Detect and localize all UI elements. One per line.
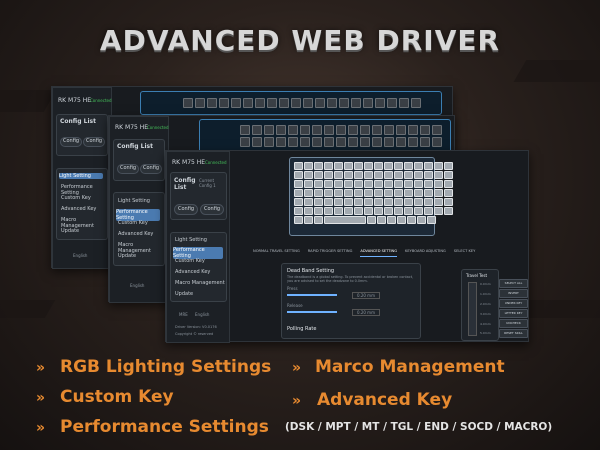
keyboard-preview xyxy=(140,91,442,115)
menu-light-setting[interactable]: Light Setting xyxy=(59,173,103,179)
release-label: Release xyxy=(287,303,303,308)
advanced-key-modes: (DSK / MPT / MT / TGL / END / SOCD / MAC… xyxy=(285,421,553,433)
menu-macro-management[interactable]: Macro Management xyxy=(175,280,225,286)
tick-label: 5.0mm xyxy=(480,331,491,335)
tab-bar: NORMAL TRAVEL SETTING RAPID TRIGGER SETT… xyxy=(253,249,475,257)
config-button[interactable]: Config xyxy=(200,204,224,215)
status-badge: Connected xyxy=(205,160,227,165)
device-name: RK M75 HE xyxy=(58,97,92,104)
copyright: Copyright © reserved xyxy=(175,332,214,336)
menu-advanced-key[interactable]: Advanced Key xyxy=(118,231,154,237)
press-label: Press xyxy=(287,286,298,291)
menu-update[interactable]: Update xyxy=(118,253,137,259)
menu-card: Light Setting Performance Setting Custom… xyxy=(56,168,108,240)
config-button[interactable]: Config xyxy=(174,204,198,215)
config-card: Config List Config Config xyxy=(56,114,108,156)
tick-label: 3.0mm xyxy=(480,312,491,316)
tab-keyboard-adjusting[interactable]: KEYBOARD ADJUSTING xyxy=(405,249,446,253)
tick-label: 1.0mm xyxy=(480,292,491,296)
press-slider[interactable] xyxy=(287,294,337,296)
menu-advanced-key[interactable]: Advanced Key xyxy=(61,206,97,212)
feature-performance-settings: Performance Settings xyxy=(60,417,269,437)
sidebar: RK M75 HE Connected Config List Config C… xyxy=(52,87,112,269)
menu-performance-setting[interactable]: Performance Setting xyxy=(173,247,223,259)
menu-custom-key[interactable]: Custom Key xyxy=(175,258,205,264)
menu-performance-setting[interactable]: Performance Setting xyxy=(61,184,93,196)
feature-marco-management: Marco Management xyxy=(315,357,505,377)
sidebar: RK M75 HE Connected Config List Config C… xyxy=(109,116,169,303)
menu-card: Light Setting Performance Setting Custom… xyxy=(170,232,227,302)
under-key-button[interactable]: UNDER KEY xyxy=(499,299,528,308)
uncheck-button[interactable]: UNCHECK xyxy=(499,319,528,328)
config-button[interactable]: Config xyxy=(140,164,162,174)
config-card: Config List Current Config 1 Config Conf… xyxy=(170,172,227,220)
letter-key-button[interactable]: LETTER KEY xyxy=(499,309,528,318)
language-selector[interactable]: English xyxy=(195,312,210,317)
page-title: ADVANCED WEB DRIVER xyxy=(99,24,501,57)
config-heading: Config List xyxy=(117,143,153,150)
deadband-description: The deadband is a global setting. To pre… xyxy=(287,275,414,283)
tab-advanced-setting[interactable]: ADVANCED SETTING xyxy=(360,249,398,257)
config-card: Config List Config Config xyxy=(113,139,165,181)
status-badge: Connected xyxy=(147,125,169,130)
travel-test-title: Travel Test xyxy=(466,273,488,278)
menu-advanced-key[interactable]: Advanced Key xyxy=(175,269,211,275)
current-config: Current Config 1 xyxy=(199,178,216,188)
tick-label: 0.0mm xyxy=(480,282,491,286)
menu-card: Light Setting Performance Setting Custom… xyxy=(113,192,165,266)
deadband-title: Dead Band Setting xyxy=(287,268,335,274)
feature-custom-key: Custom Key xyxy=(60,387,174,407)
config-button[interactable]: Config xyxy=(117,164,139,174)
tab-select-key[interactable]: SELECT KEY xyxy=(453,249,476,253)
keyboard-preview xyxy=(199,119,451,153)
config-button[interactable]: Config xyxy=(60,137,82,147)
status-badge: Connected xyxy=(90,98,112,103)
menu-update[interactable]: Update xyxy=(61,228,80,234)
chevron-icon: » xyxy=(292,360,302,376)
deadband-panel: Dead Band Setting The deadband is a glob… xyxy=(281,263,421,339)
menu-macro-management[interactable]: Macro Management xyxy=(61,217,94,229)
select-all-button[interactable]: SELECT ALL xyxy=(499,279,528,288)
chevron-icon: » xyxy=(36,420,46,436)
menu-performance-setting[interactable]: Performance Setting xyxy=(116,209,160,221)
driver-version: Driver Version: V0.0176 xyxy=(175,325,217,329)
travel-test-panel: Travel Test 0.0mm 1.0mm 2.0mm 3.0mm 4.0m… xyxy=(461,269,499,341)
config-button[interactable]: Config xyxy=(83,137,105,147)
tick-label: 2.0mm xyxy=(480,302,491,306)
tab-normal-travel[interactable]: NORMAL TRAVEL SETTING xyxy=(253,249,300,253)
chevron-icon: » xyxy=(292,393,302,409)
tab-rapid-trigger[interactable]: RAPID TRIGGER SETTING xyxy=(307,249,353,253)
travel-bar xyxy=(468,282,477,336)
device-name: RK M75 HE xyxy=(115,124,149,131)
press-value[interactable]: 0.20 mm xyxy=(352,292,380,299)
language-selector[interactable]: English xyxy=(73,253,88,258)
sidebar: RK M75 HE Connected Config List Current … xyxy=(166,151,230,343)
language-selector[interactable]: English xyxy=(130,283,145,288)
invert-button[interactable]: INVERT xyxy=(499,289,528,298)
menu-light-setting[interactable]: Light Setting xyxy=(118,198,150,204)
feature-advanced-key: Advanced Key xyxy=(317,390,453,410)
language-mode[interactable]: MRE xyxy=(179,312,188,317)
tick-label: 4.0mm xyxy=(480,322,491,326)
config-heading: Config List xyxy=(174,177,196,191)
release-value[interactable]: 0.20 mm xyxy=(352,309,380,316)
polling-rate-label[interactable]: Polling Rate xyxy=(287,326,317,332)
keyboard-layout[interactable] xyxy=(289,157,453,236)
device-name: RK M75 HE xyxy=(172,159,206,166)
feature-rgb-lighting: RGB Lighting Settings xyxy=(60,357,272,377)
chevron-icon: » xyxy=(36,390,46,406)
menu-macro-management[interactable]: Macro Management xyxy=(118,242,151,254)
config-heading: Config List xyxy=(60,118,96,125)
menu-custom-key[interactable]: Custom Key xyxy=(61,195,91,201)
menu-light-setting[interactable]: Light Setting xyxy=(175,237,207,243)
menu-update[interactable]: Update xyxy=(175,291,194,297)
menu-custom-key[interactable]: Custom Key xyxy=(118,220,148,226)
release-slider[interactable] xyxy=(287,311,337,313)
chevron-icon: » xyxy=(36,360,46,376)
reset-skill-button[interactable]: RESET SKILL xyxy=(499,329,528,338)
